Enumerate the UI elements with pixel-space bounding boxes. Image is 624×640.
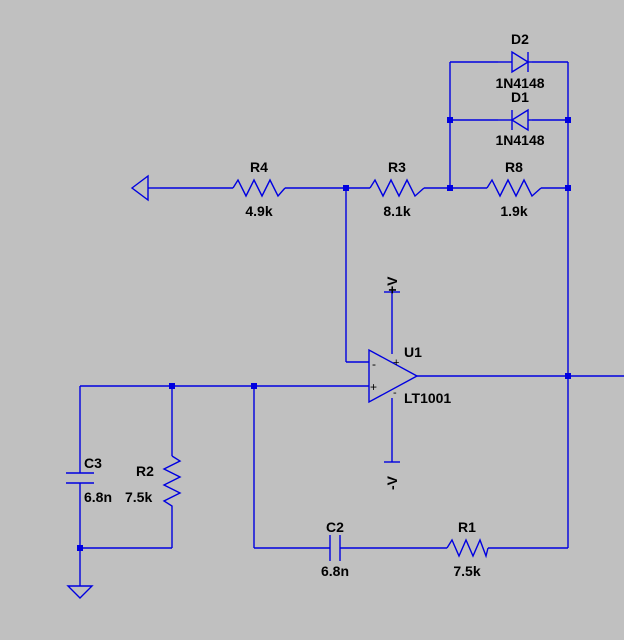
- positive-supply-label: +V: [384, 276, 400, 294]
- opamp-vminus-pin-label: -: [393, 387, 397, 399]
- junction-dots: [77, 117, 571, 551]
- ground-left: [130, 174, 160, 202]
- supply-negative: -V: [384, 461, 400, 490]
- capacitor-c2: C2 6.8n: [321, 519, 349, 579]
- d1-name: D1: [511, 89, 529, 105]
- u1-name: U1: [404, 344, 422, 360]
- wires: [79, 61, 624, 586]
- opamp-u1: - + + - U1 LT1001: [368, 344, 451, 406]
- r1-value: 7.5k: [453, 563, 480, 579]
- resistor-r8: R8 1.9k: [486, 159, 542, 219]
- d1-value: 1N4148: [495, 132, 544, 148]
- d2-name: D2: [511, 31, 529, 47]
- r8-name: R8: [505, 159, 523, 175]
- r1-name: R1: [458, 519, 476, 535]
- r3-name: R3: [388, 159, 406, 175]
- diode-d1: D1 1N4148: [495, 89, 544, 148]
- r2-name: R2: [136, 463, 154, 479]
- capacitor-c3: C3 6.8n: [66, 455, 112, 505]
- negative-supply-label: -V: [384, 475, 400, 490]
- r3-value: 8.1k: [383, 203, 410, 219]
- ground-bottom: [66, 585, 94, 599]
- supply-positive: +V: [384, 276, 400, 294]
- diode-d2: D2 1N4148: [495, 31, 544, 91]
- c3-name: C3: [84, 455, 102, 471]
- resistor-r2: R2 7.5k: [125, 455, 182, 512]
- opamp-minus-label: -: [372, 357, 376, 371]
- r2-value: 7.5k: [125, 489, 152, 505]
- c3-value: 6.8n: [84, 489, 112, 505]
- r4-name: R4: [250, 159, 268, 175]
- c2-name: C2: [326, 519, 344, 535]
- u1-value: LT1001: [404, 390, 451, 406]
- r4-value: 4.9k: [245, 203, 272, 219]
- resistor-r1: R1 7.5k: [446, 519, 489, 579]
- opamp-vplus-pin-label: +: [393, 357, 399, 369]
- resistor-r4: R4 4.9k: [232, 159, 286, 219]
- r8-value: 1.9k: [500, 203, 527, 219]
- d2-value: 1N4148: [495, 75, 544, 91]
- opamp-plus-label: +: [370, 380, 377, 394]
- resistor-r3: R3 8.1k: [369, 159, 425, 219]
- c2-value: 6.8n: [321, 563, 349, 579]
